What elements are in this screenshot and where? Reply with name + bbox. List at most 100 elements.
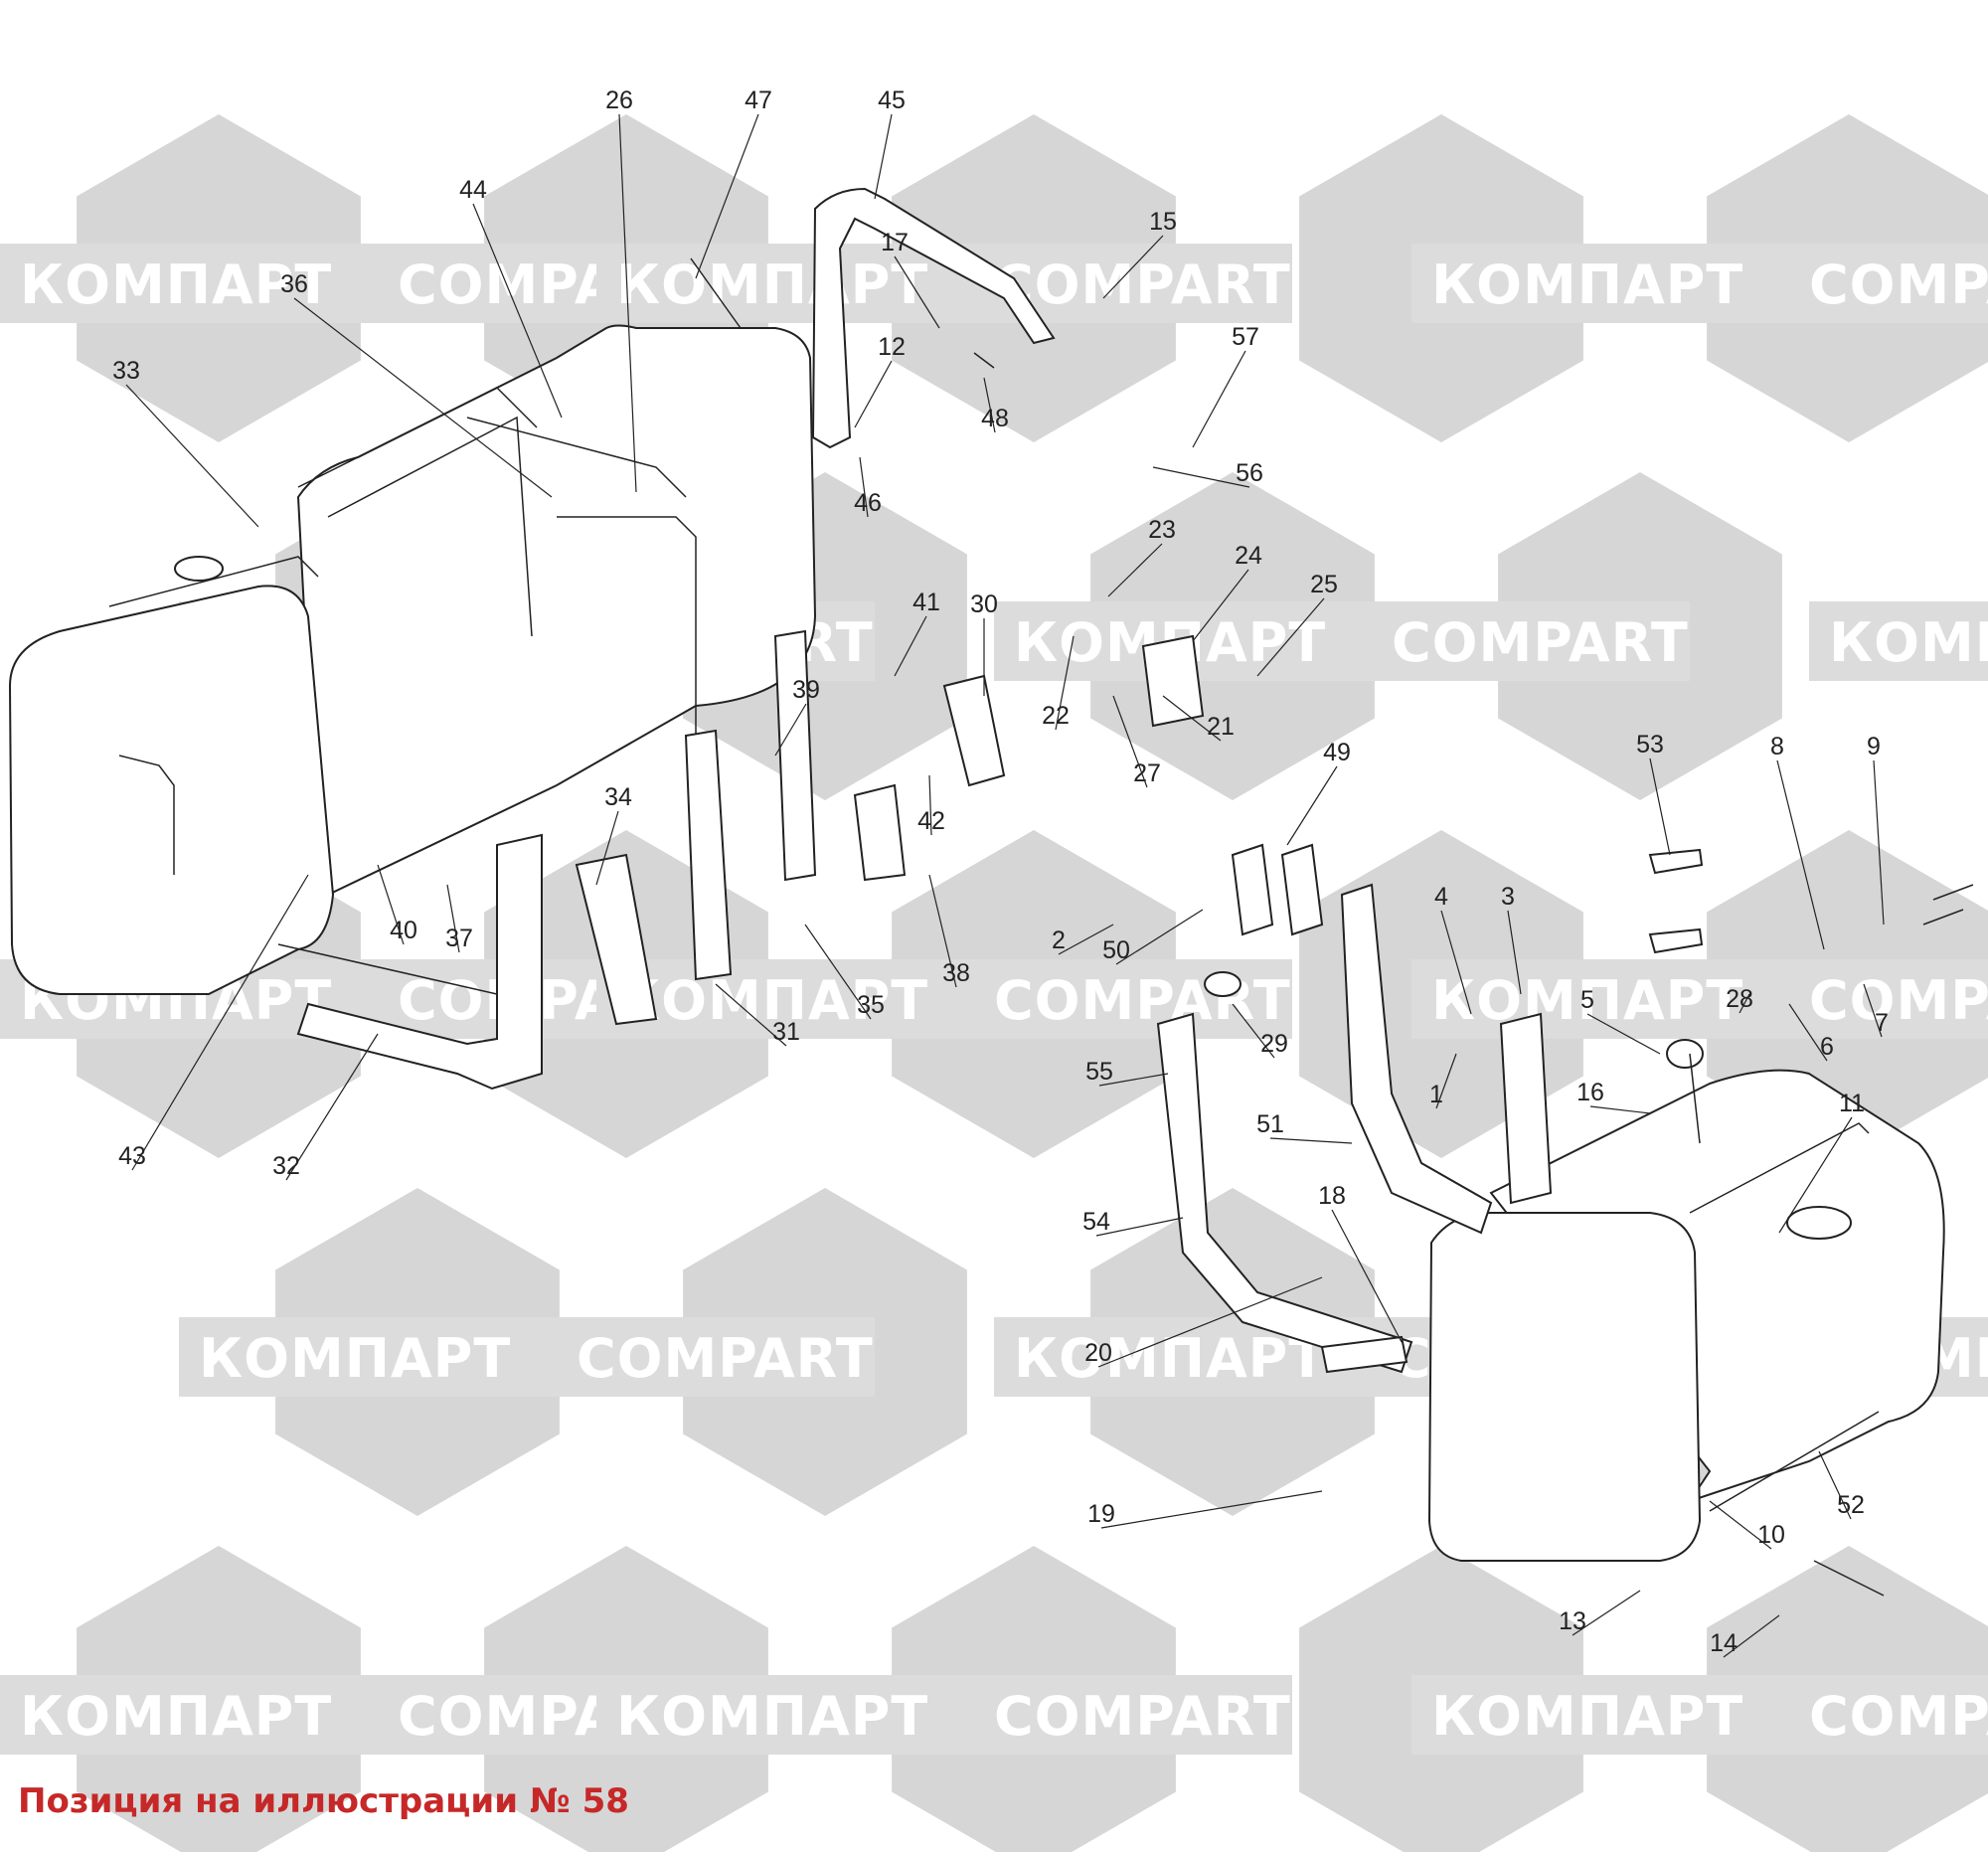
left-bracket-group <box>296 629 1006 1091</box>
callout-leader-line <box>1269 1137 1353 1144</box>
watermark-text-ru: КОМПАРТ <box>20 253 332 316</box>
watermark-text-ru: КОМПАРТ <box>199 1327 511 1390</box>
callout-leader-line <box>131 874 309 1171</box>
watermark-text-ru: КОМПАРТ <box>616 1685 928 1748</box>
callout-leader-line <box>1232 1003 1275 1059</box>
watermark-text-en: COMPART <box>1809 253 1988 316</box>
watermark-text-ru: КОМПАРТ <box>616 253 928 316</box>
watermark-band <box>0 1675 696 1755</box>
filler-neck-cap <box>174 556 224 582</box>
callout-leader-line <box>1055 635 1075 731</box>
callout-number: 6 <box>1820 1033 1834 1061</box>
callout-leader-line <box>446 884 460 953</box>
callout-number: 47 <box>745 86 772 114</box>
watermark-band <box>994 601 1690 681</box>
watermark-text-ru: КОМПАРТ <box>1431 1685 1743 1748</box>
callout-leader-line <box>472 203 563 419</box>
callout-number: 45 <box>878 86 906 114</box>
callout-number: 5 <box>1580 986 1594 1014</box>
support-plate-18 <box>1320 1335 1408 1374</box>
watermark-text-ru: КОМПАРТ <box>1431 969 1743 1032</box>
callout-leader-line <box>874 113 893 200</box>
callout-leader-line <box>1589 1105 1651 1114</box>
callout-leader-line <box>293 297 553 498</box>
callout-leader-line <box>1058 924 1114 955</box>
watermark-text-en: COMPART <box>994 969 1291 1032</box>
callout-leader-line <box>1818 1450 1852 1520</box>
callout-number: 35 <box>857 991 885 1019</box>
callout-leader-line <box>125 384 259 528</box>
watermark-layer: КОМПАРТ COMPART КОМПАРТ COMPART КОМПАРТ COMPA… <box>0 114 1988 1852</box>
small-parts <box>690 257 1974 1597</box>
callout-number: 21 <box>1207 713 1235 741</box>
callout-number: 19 <box>1087 1500 1115 1528</box>
watermark-band <box>1411 244 1988 323</box>
callout-leader-line <box>1572 1590 1641 1636</box>
callout-leader-line <box>1162 695 1222 742</box>
callout-leader-line <box>1873 759 1885 926</box>
callout-number: 43 <box>118 1142 146 1170</box>
callout-leader-line <box>1095 1217 1184 1237</box>
hanger-bracket-54 <box>1156 1012 1413 1374</box>
callout-number: 4 <box>1434 883 1448 911</box>
callout-leader-line <box>1586 1013 1661 1055</box>
upper-strap-bracket <box>811 187 1056 449</box>
callout-number: 53 <box>1636 731 1664 758</box>
callout-leader-line <box>1102 235 1164 299</box>
watermark-text-ru: КОМПАРТ <box>1014 1327 1326 1390</box>
callout-leader-line <box>1331 1209 1403 1343</box>
callout-number: 23 <box>1148 516 1176 544</box>
callout-number: 18 <box>1318 1182 1346 1210</box>
callout-number: 51 <box>1256 1110 1284 1138</box>
callout-number: 36 <box>280 270 308 298</box>
callout-number: 34 <box>604 783 632 811</box>
watermark-text-ru: КОМПАРТ <box>616 969 928 1032</box>
callout-number: 40 <box>390 917 417 944</box>
callout-leader-line <box>1723 1614 1780 1658</box>
callout-number: 14 <box>1710 1629 1738 1657</box>
callout-number: 11 <box>1839 1090 1865 1117</box>
callout-leader-line <box>1256 597 1325 677</box>
strap-3 <box>1499 1012 1553 1205</box>
callout-number: 37 <box>445 925 473 952</box>
callout-leader-line <box>1435 1053 1457 1109</box>
callout-leader-line <box>1107 543 1163 597</box>
callout-leader-line <box>1192 350 1246 448</box>
callout-number: 24 <box>1235 542 1262 570</box>
watermark-text-ru: КОМПАРТ <box>1431 253 1743 316</box>
callout-number: 31 <box>772 1018 800 1046</box>
callout-number: 54 <box>1082 1208 1110 1236</box>
illustration-caption: Позиция на иллюстрации № 58 <box>18 1781 629 1821</box>
callout-leader-line <box>1776 759 1825 950</box>
callout-number: 1 <box>1429 1081 1443 1108</box>
callout-number: 41 <box>912 589 940 616</box>
watermark-text-ru: КОМПАРТ <box>1829 611 1988 674</box>
callout-number: 17 <box>881 229 909 256</box>
callout-number: 15 <box>1149 208 1177 236</box>
callout-leader-line <box>1152 466 1250 488</box>
callout-leader-line <box>894 255 940 329</box>
callout-leader-line <box>1286 765 1338 846</box>
callout-number: 57 <box>1232 323 1259 351</box>
callout-leader-line <box>1440 910 1472 1015</box>
callout-number: 28 <box>1726 985 1753 1013</box>
watermark-band <box>596 1675 1292 1755</box>
callout-leader-line <box>618 113 637 493</box>
watermark-band <box>1809 601 1988 681</box>
callout-leader-line <box>285 1033 379 1181</box>
callout-number: 2 <box>1052 926 1066 954</box>
callout-leader-line <box>1507 910 1522 995</box>
watermark-text-en: COMPART <box>994 253 1291 316</box>
callout-leader-line <box>595 810 619 886</box>
callout-leader-line <box>1100 1490 1323 1529</box>
callout-number: 30 <box>970 590 998 618</box>
callout-leader-line <box>928 874 957 988</box>
callout-number: 7 <box>1875 1009 1889 1037</box>
callout-number: 13 <box>1559 1607 1586 1635</box>
callout-leader-line <box>1709 1500 1772 1550</box>
callout-leader-line <box>859 456 869 518</box>
callout-number: 44 <box>459 176 487 204</box>
callout-leader-line <box>1739 993 1750 1014</box>
filler-neck-cap-right <box>1786 1206 1852 1240</box>
